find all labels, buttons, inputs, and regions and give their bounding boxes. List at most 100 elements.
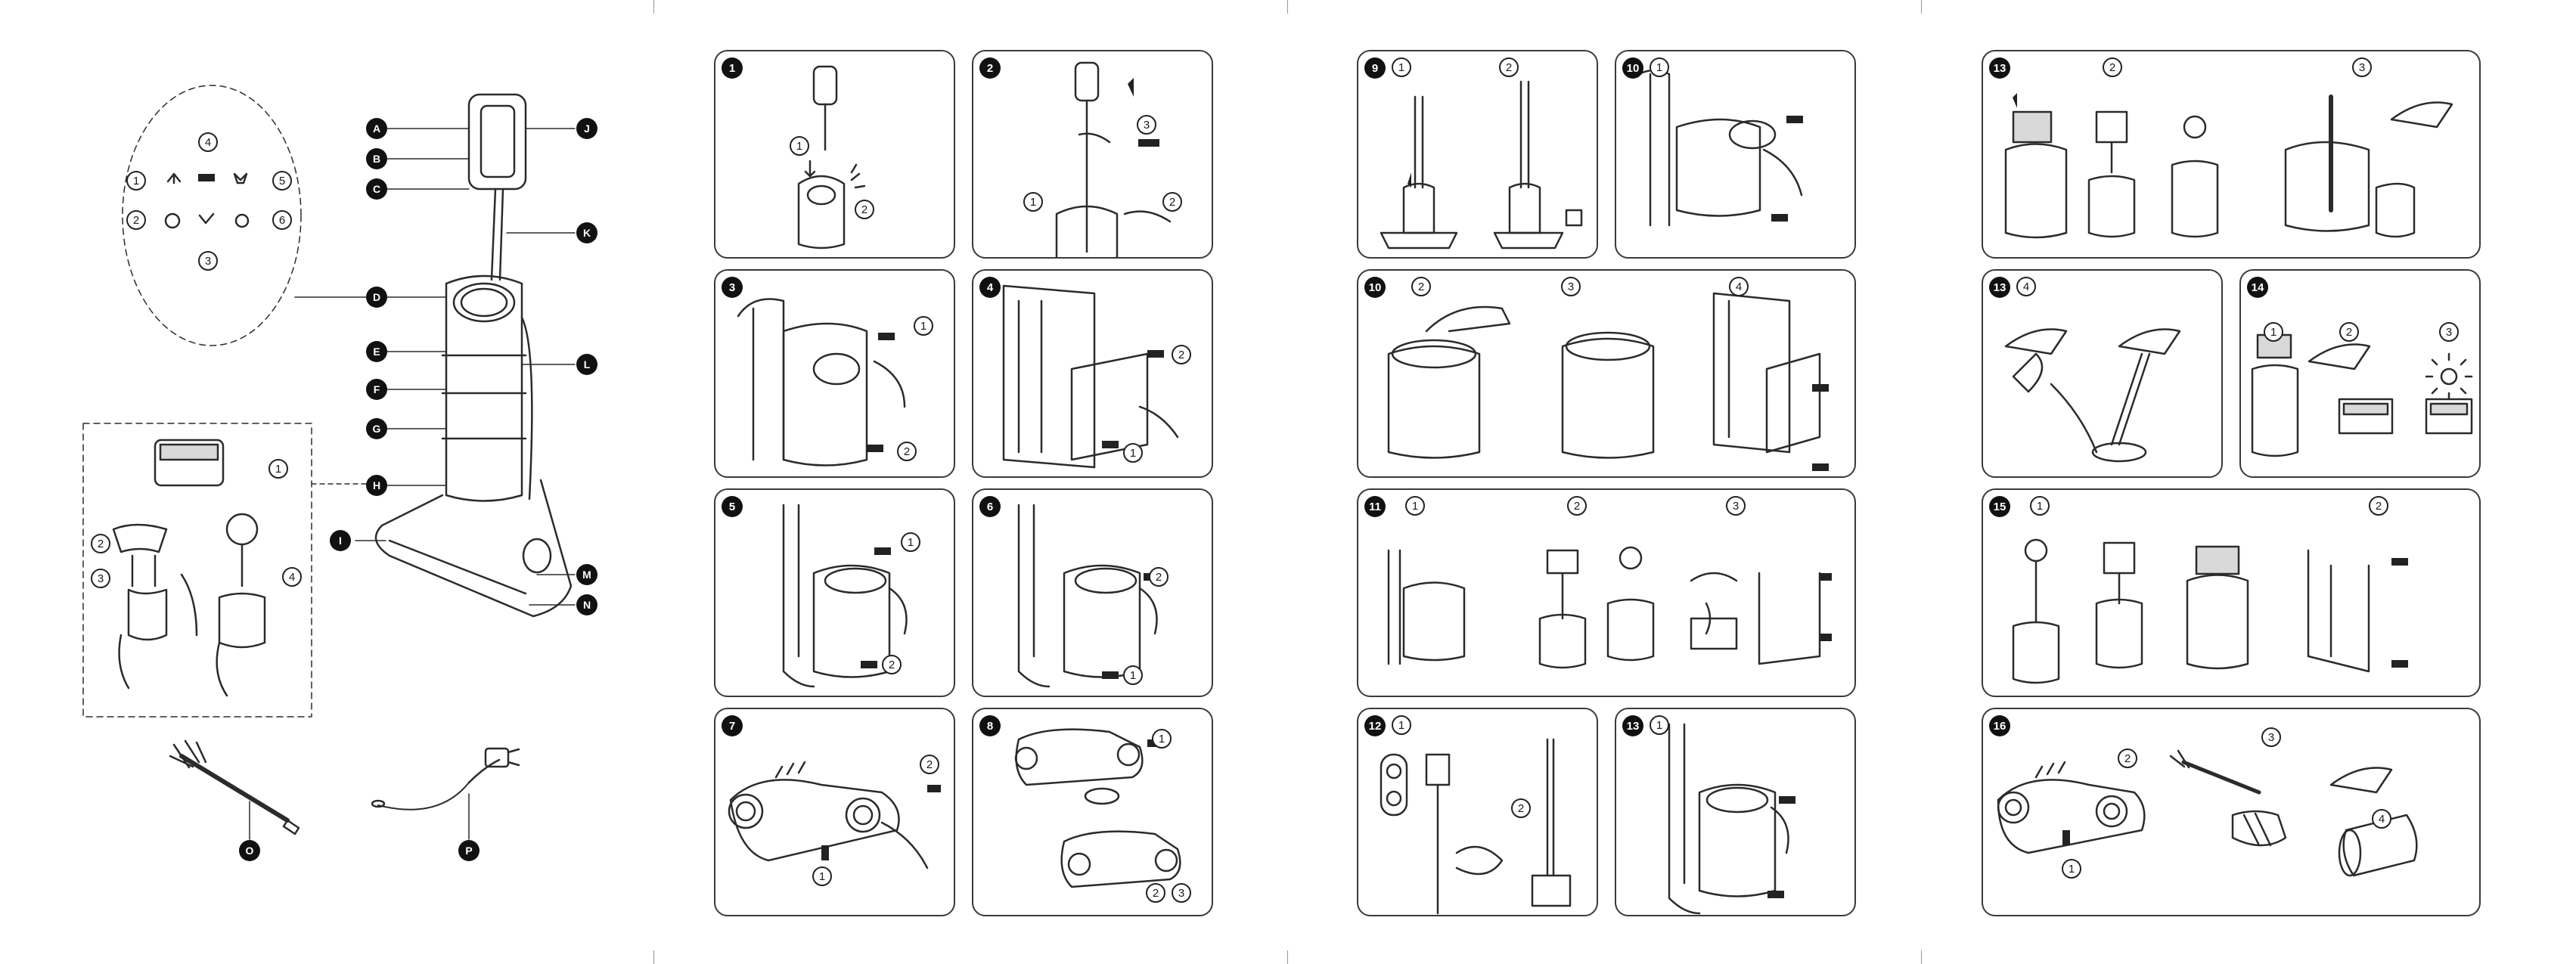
step-number: 3 — [722, 277, 743, 298]
step-number: 8 — [979, 715, 1001, 736]
substep-number: 1 — [1405, 496, 1425, 516]
crop-mark — [1921, 0, 1922, 14]
step-panel-13-first: 13 1 — [1615, 708, 1856, 916]
step-number: 2 — [979, 57, 1001, 79]
part-label-j: J — [576, 118, 597, 139]
crop-mark — [1287, 950, 1288, 964]
crop-mark — [653, 950, 654, 964]
part-label-a: A — [366, 118, 387, 139]
substep-number: 2 — [1567, 496, 1587, 516]
indicator-number: 1 — [126, 171, 146, 191]
step-panel-10-second: 10 2 3 4 — [1357, 269, 1856, 478]
step-panel-3: 3 1 2 — [714, 269, 955, 478]
substep-number: 1 — [901, 532, 920, 552]
substep-number: 2 — [1511, 798, 1531, 818]
substep-number: 2 — [2369, 496, 2388, 516]
crop-mark — [1287, 0, 1288, 14]
step-panel-2: 2 1 2 3 — [972, 50, 1213, 259]
step-panel-12: 12 1 2 — [1357, 708, 1598, 916]
step-number: 12 — [1364, 715, 1386, 736]
substep-number: 3 — [2352, 57, 2372, 77]
substep-number: 2 — [897, 442, 917, 461]
substep-number: 1 — [1123, 665, 1143, 685]
step-number: 4 — [979, 277, 1001, 298]
part-label-g: G — [366, 418, 387, 439]
step-panel-10-first: 10 1 — [1615, 50, 1856, 259]
indicator-number: 3 — [198, 251, 218, 271]
part-label-p: P — [458, 840, 480, 861]
step-number: 1 — [722, 57, 743, 79]
part-label-h: H — [366, 475, 387, 496]
step-panel-4: 4 1 2 — [972, 269, 1213, 478]
step-number: 5 — [722, 496, 743, 517]
substep-number: 2 — [1411, 277, 1431, 296]
part-label-n: N — [576, 594, 597, 615]
crop-mark — [1921, 950, 1922, 964]
substep-number: 3 — [1561, 277, 1581, 296]
substep-number: 4 — [2016, 277, 2036, 296]
step-panel-7: 7 1 2 — [714, 708, 955, 916]
substep-number: 1 — [1650, 57, 1669, 77]
substep-number: 2 — [1172, 345, 1191, 364]
substep-number: 3 — [2261, 727, 2281, 747]
step-panel-8: 8 1 2 3 — [972, 708, 1213, 916]
indicator-number: 5 — [272, 171, 292, 191]
substep-number: 2 — [855, 200, 874, 219]
substep-number: 2 — [2103, 57, 2122, 77]
part-label-m: M — [576, 564, 597, 585]
substep-number: 2 — [1149, 567, 1169, 587]
step-panel-5: 5 1 2 — [714, 488, 955, 697]
part-label-i: I — [330, 530, 351, 551]
substep-number: 1 — [812, 866, 832, 886]
indicator-number: 4 — [198, 132, 218, 152]
substep-number: 1 — [2264, 322, 2283, 342]
overview-drawing — [0, 0, 650, 964]
substep-number: 2 — [1499, 57, 1519, 77]
step-number: 14 — [2247, 277, 2268, 298]
step-panel-11: 11 1 2 3 — [1357, 488, 1856, 697]
substep-number: 2 — [2118, 749, 2137, 768]
substep-number: 1 — [1023, 192, 1043, 212]
indicator-number: 2 — [126, 210, 146, 230]
substep-number: 4 — [2372, 809, 2391, 829]
step-panel-13-second: 13 2 3 — [1982, 50, 2481, 259]
part-label-b: B — [366, 148, 387, 169]
substep-number: 1 — [1152, 729, 1172, 749]
part-label-d: D — [366, 287, 387, 308]
substep-number: 1 — [2030, 496, 2050, 516]
substep-number: 4 — [1729, 277, 1749, 296]
step-number: 10 — [1364, 277, 1386, 298]
indicator-number: 6 — [272, 210, 292, 230]
substep-number: 3 — [2439, 322, 2459, 342]
substep-number: 1 — [1392, 57, 1411, 77]
step-panel-13-third: 13 4 — [1982, 269, 2223, 478]
step-number: 11 — [1364, 496, 1386, 517]
substep-number: 1 — [790, 136, 809, 156]
step-number: 9 — [1364, 57, 1386, 79]
step-panel-1: 1 1 2 — [714, 50, 955, 259]
substep-number: 1 — [1650, 715, 1669, 735]
part-label-f: F — [366, 379, 387, 400]
cleaning-step-number: 3 — [91, 569, 110, 588]
step-panel-6: 6 1 2 — [972, 488, 1213, 697]
cleaning-step-number: 4 — [282, 567, 302, 587]
step-panel-9: 9 1 2 — [1357, 50, 1598, 259]
substep-number: 2 — [1162, 192, 1182, 212]
substep-number: 2 — [920, 755, 939, 774]
cleaning-step-number: 1 — [268, 459, 288, 479]
step-panel-14: 14 1 2 3 — [2239, 269, 2481, 478]
step-number: 10 — [1622, 57, 1643, 79]
cleaning-step-number: 2 — [91, 534, 110, 553]
part-label-e: E — [366, 341, 387, 362]
substep-number: 1 — [1392, 715, 1411, 735]
step-number: 13 — [1989, 277, 2010, 298]
part-label-c: C — [366, 178, 387, 200]
substep-number: 3 — [1172, 883, 1191, 903]
step-number: 16 — [1989, 715, 2010, 736]
step-panel-16: 16 1 2 3 4 — [1982, 708, 2481, 916]
substep-number: 2 — [1146, 883, 1165, 903]
step-number: 13 — [1989, 57, 2010, 79]
step-number: 7 — [722, 715, 743, 736]
step-number: 15 — [1989, 496, 2010, 517]
substep-number: 2 — [882, 655, 902, 674]
